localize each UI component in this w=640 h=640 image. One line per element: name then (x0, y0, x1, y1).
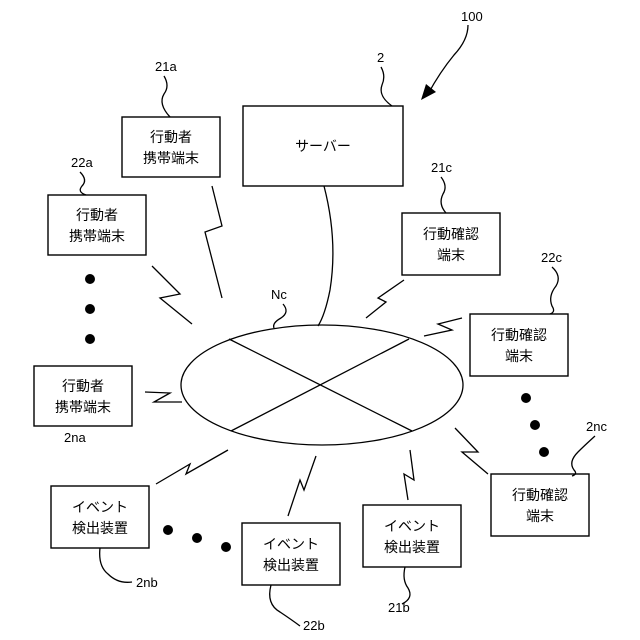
event-detector-21b: イベント 検出装置 (363, 505, 461, 567)
confirm-21c-line1: 行動確認 (423, 227, 479, 243)
ref-label-2nc: 2nc (586, 419, 607, 434)
wireless-link-2na (145, 392, 182, 402)
ref-leader-21c (441, 177, 446, 213)
ref-leader-22c (550, 267, 558, 314)
ref-leader-21b (402, 567, 410, 604)
mobile-terminal-2na: 行動者 携帯端末 (34, 366, 132, 426)
ref-label-21a: 21a (155, 59, 177, 74)
confirm-21c-line2: 端末 (437, 248, 465, 264)
server-label: サーバー (295, 139, 351, 155)
mobile-terminal-21a: 行動者 携帯端末 (122, 117, 220, 177)
ref-leader-2nb (100, 548, 132, 582)
event-22b-line2: 検出装置 (263, 558, 319, 574)
event-21b-line1: イベント (384, 519, 440, 535)
ellipsis-dot (163, 525, 173, 535)
event-detector-22b: イベント 検出装置 (242, 523, 340, 585)
wireless-link-22c (424, 318, 462, 336)
ref-leader-21a (162, 76, 170, 117)
ref-arrow-system (428, 25, 468, 94)
confirm-terminal-2nc: 行動確認 端末 (491, 474, 589, 536)
confirm-22c-line2: 端末 (505, 349, 533, 365)
ref-label-2nb: 2nb (136, 575, 158, 590)
ref-label-22a: 22a (71, 155, 93, 170)
ref-label-2na: 2na (64, 430, 86, 445)
mobile-22a-line1: 行動者 (76, 208, 118, 224)
wireless-link-2nb (156, 450, 228, 484)
ref-leader-2nc (572, 436, 595, 476)
server-connection (318, 186, 333, 326)
ellipsis-dot (530, 420, 540, 430)
wireless-link-21b (404, 450, 414, 500)
event-2nb-line1: イベント (72, 500, 128, 516)
confirm-terminal-21c: 行動確認 端末 (402, 213, 500, 275)
ref-leader-22a (80, 172, 86, 195)
mobile-22a-line2: 携帯端末 (69, 229, 125, 245)
ellipsis-dot (192, 533, 202, 543)
confirm-22c-line1: 行動確認 (491, 328, 547, 344)
ellipsis-dot (521, 393, 531, 403)
ellipsis-dot (85, 334, 95, 344)
network-nc (181, 325, 463, 445)
wireless-link-22b (288, 456, 316, 516)
ref-label-21b: 21b (388, 600, 410, 615)
network-label: Nc (271, 287, 287, 302)
wireless-link-22a (152, 266, 192, 324)
server-box: サーバー (243, 106, 403, 186)
confirm-2nc-line1: 行動確認 (512, 488, 568, 504)
ellipsis-dot (85, 274, 95, 284)
event-21b-line2: 検出装置 (384, 540, 440, 556)
mobile-21a-line2: 携帯端末 (143, 151, 199, 167)
ref-label-system: 100 (461, 9, 483, 24)
mobile-2na-line2: 携帯端末 (55, 400, 111, 416)
network-leader (274, 304, 286, 328)
arrow-head (421, 84, 436, 100)
mobile-2na-line1: 行動者 (62, 379, 104, 395)
ref-label-server: 2 (377, 50, 384, 65)
wireless-link-21c (366, 280, 404, 318)
ellipsis-dot (221, 542, 231, 552)
confirm-2nc-line2: 端末 (526, 509, 554, 525)
mobile-21a-line1: 行動者 (150, 130, 192, 146)
ellipsis-dot (539, 447, 549, 457)
ref-label-22c: 22c (541, 250, 562, 265)
ref-leader-22b (270, 585, 300, 626)
ref-label-22b: 22b (303, 618, 325, 633)
mobile-terminal-22a: 行動者 携帯端末 (48, 195, 146, 255)
event-2nb-line2: 検出装置 (72, 521, 128, 537)
confirm-terminal-22c: 行動確認 端末 (470, 314, 568, 376)
event-detector-2nb: イベント 検出装置 (51, 486, 149, 548)
ref-label-21c: 21c (431, 160, 452, 175)
wireless-link-21a (205, 186, 222, 298)
ref-leader-server (381, 67, 392, 106)
ellipsis-dot (85, 304, 95, 314)
event-22b-line1: イベント (263, 537, 319, 553)
wireless-link-2nc (455, 428, 488, 474)
